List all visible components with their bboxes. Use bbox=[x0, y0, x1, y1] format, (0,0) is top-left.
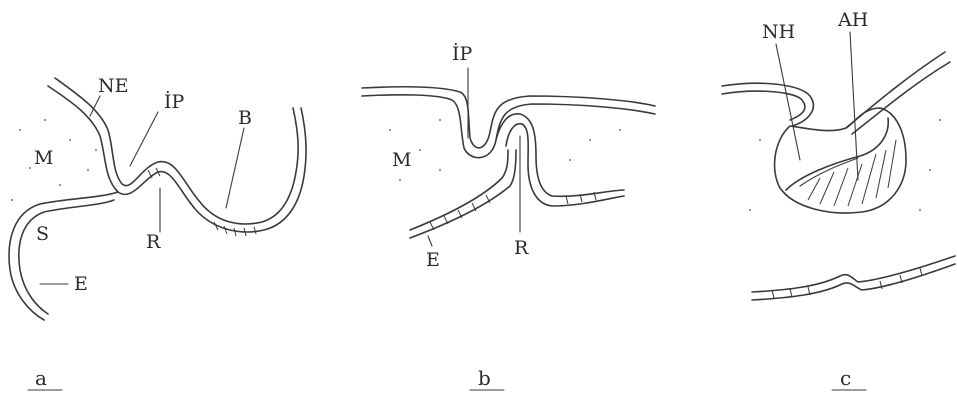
leader-ip bbox=[130, 112, 158, 166]
leader-nh bbox=[776, 44, 800, 160]
label-ne: NE bbox=[98, 75, 129, 97]
caption-a: a bbox=[35, 366, 47, 390]
epidermis-a-outer bbox=[9, 192, 118, 320]
epidermis-a-inner bbox=[19, 200, 114, 314]
panel-a: NE İP B M S E R a bbox=[9, 75, 306, 390]
leader-e-b bbox=[428, 236, 432, 246]
label-m-b: M bbox=[392, 149, 411, 171]
neurohypophysis bbox=[775, 108, 906, 213]
adenohypophysis bbox=[786, 118, 888, 190]
rathke-pouch-inner bbox=[506, 124, 624, 206]
stipple-c bbox=[749, 119, 941, 211]
neural-floor-c-lower bbox=[722, 91, 805, 120]
epidermis-b-lower bbox=[410, 150, 516, 238]
leader-b bbox=[226, 128, 244, 208]
label-ip-b: İP bbox=[452, 42, 473, 65]
label-ip: İP bbox=[164, 90, 185, 113]
label-s: S bbox=[36, 223, 49, 245]
neural-floor-c-upper bbox=[722, 83, 813, 126]
panel-c: NH AH c bbox=[722, 9, 955, 390]
stipple-a bbox=[11, 119, 97, 201]
label-r-b: R bbox=[514, 237, 529, 259]
label-e: E bbox=[74, 273, 88, 295]
panel-b: İP M E R b bbox=[362, 42, 655, 390]
label-b: B bbox=[238, 107, 252, 129]
label-ah: AH bbox=[837, 9, 868, 31]
label-nh: NH bbox=[762, 21, 795, 43]
diencephalon-rise bbox=[846, 52, 945, 128]
label-e-b: E bbox=[426, 249, 440, 271]
hatch-epidermis-b bbox=[430, 192, 596, 230]
caption-b: b bbox=[478, 366, 491, 390]
epidermis-c-lower bbox=[752, 264, 955, 300]
stalk-cleft bbox=[800, 158, 858, 186]
label-m: M bbox=[34, 147, 53, 169]
label-r: R bbox=[146, 231, 161, 253]
caption-c: c bbox=[840, 366, 851, 390]
diencephalon-rise-2 bbox=[852, 62, 950, 134]
